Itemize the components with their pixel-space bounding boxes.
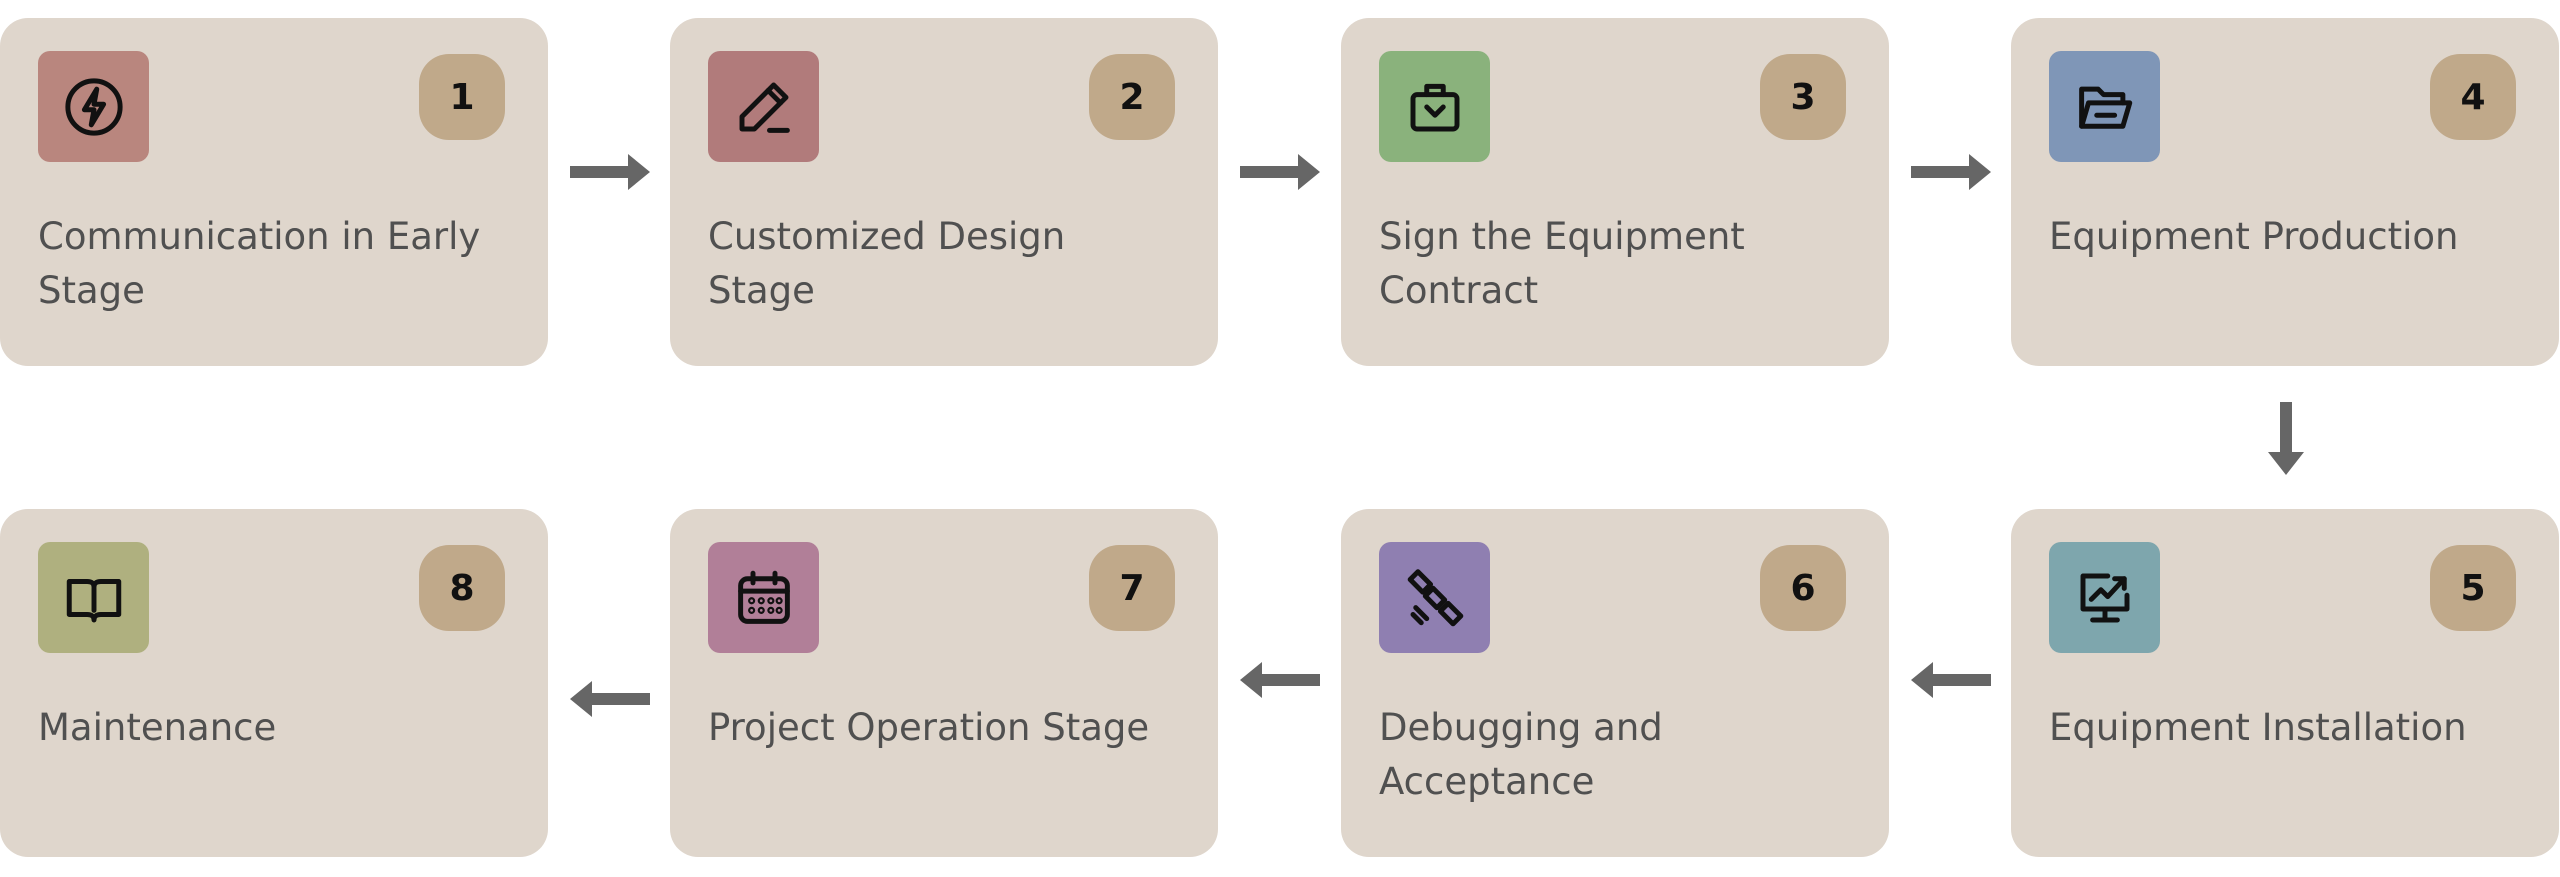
step-label: Sign the Equipment Contract	[1379, 215, 1745, 312]
step-label: Maintenance	[38, 706, 277, 749]
step-number-badge: 5	[2430, 545, 2516, 631]
step-label: Debugging and Acceptance	[1379, 706, 1663, 803]
step-card-1: 1 Communication in Early Stage	[0, 18, 548, 366]
arrow-down-icon	[2267, 402, 2305, 476]
step-card-5: 5 Equipment Installation	[2011, 509, 2559, 857]
step-label: Equipment Installation	[2049, 706, 2467, 749]
briefcase-icon	[1379, 51, 1490, 162]
step-number-badge: 4	[2430, 54, 2516, 140]
arrow-right-icon	[1240, 153, 1322, 191]
step-label: Project Operation Stage	[708, 706, 1150, 749]
step-card-3: 3 Sign the Equipment Contract	[1341, 18, 1889, 366]
monitor-chart-icon	[2049, 542, 2160, 653]
folder-icon	[2049, 51, 2160, 162]
step-label: Customized Design Stage	[708, 215, 1066, 312]
satellite-icon	[1379, 542, 1490, 653]
step-number-badge: 8	[419, 545, 505, 631]
arrow-left-icon	[570, 680, 652, 718]
step-card-2: 2 Customized Design Stage	[670, 18, 1218, 366]
arrow-right-icon	[570, 153, 652, 191]
step-card-4: 4 Equipment Production	[2011, 18, 2559, 366]
pencil-icon	[708, 51, 819, 162]
arrow-left-icon	[1911, 661, 1993, 699]
step-number-badge: 7	[1089, 545, 1175, 631]
step-label: Communication in Early Stage	[38, 215, 481, 312]
step-number-badge: 1	[419, 54, 505, 140]
step-label: Equipment Production	[2049, 215, 2459, 258]
arrow-right-icon	[1911, 153, 1993, 191]
arrow-left-icon	[1240, 661, 1322, 699]
lightning-icon	[38, 51, 149, 162]
step-card-6: 6 Debugging and Acceptance	[1341, 509, 1889, 857]
step-card-8: 8 Maintenance	[0, 509, 548, 857]
calendar-icon	[708, 542, 819, 653]
step-card-7: 7 Project Operation Stage	[670, 509, 1218, 857]
book-icon	[38, 542, 149, 653]
step-number-badge: 3	[1760, 54, 1846, 140]
step-number-badge: 2	[1089, 54, 1175, 140]
step-number-badge: 6	[1760, 545, 1846, 631]
